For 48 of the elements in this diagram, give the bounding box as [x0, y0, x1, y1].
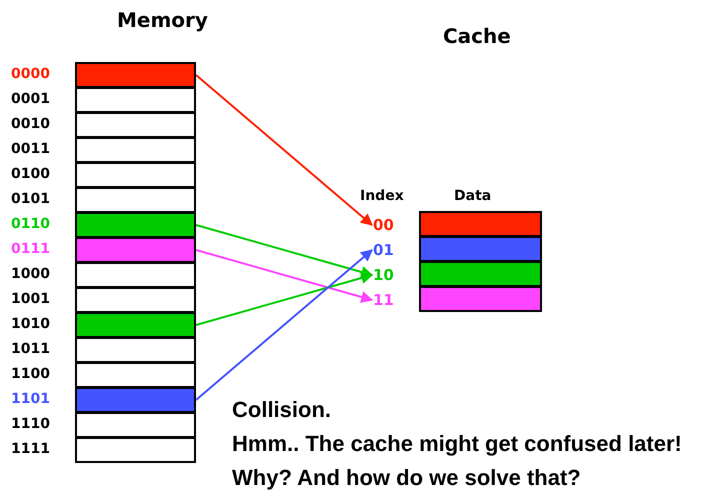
cache-index: 10 — [373, 264, 394, 286]
address-label: 1000 — [11, 266, 50, 282]
memory-cell — [75, 262, 196, 288]
address-label: 1110 — [11, 416, 50, 432]
arrow — [195, 74, 373, 226]
address-label: 0110 — [11, 216, 50, 232]
address-label: 1101 — [11, 391, 50, 407]
memory-cell — [75, 337, 196, 363]
address-label: 0000 — [11, 66, 50, 82]
arrow — [196, 272, 374, 326]
address-label: 1010 — [11, 316, 50, 332]
column-heading: Cache — [443, 24, 511, 48]
address-label: 0001 — [11, 91, 50, 107]
arrow — [195, 249, 373, 401]
note-text: Hmm.. The cache might get confused later! — [232, 431, 682, 457]
memory-cell — [75, 437, 196, 463]
arrow — [196, 249, 374, 303]
memory-cell — [75, 162, 196, 188]
column-heading: Memory — [117, 8, 208, 32]
cache-index: 11 — [373, 289, 394, 311]
address-label: 1011 — [11, 341, 50, 357]
address-label: 0100 — [11, 166, 50, 182]
note-text: Why? And how do we solve that? — [232, 465, 581, 491]
memory-cell — [75, 362, 196, 388]
memory-cell — [75, 387, 196, 413]
memory-cell — [75, 312, 196, 338]
address-label: 0101 — [11, 191, 50, 207]
note-text: Collision. — [232, 397, 331, 423]
column-heading: Index — [360, 188, 404, 204]
memory-cell — [75, 287, 196, 313]
address-label: 1001 — [11, 291, 50, 307]
memory-cell — [75, 112, 196, 138]
memory-cell — [75, 187, 196, 213]
address-label: 0111 — [11, 241, 50, 257]
memory-cell — [75, 212, 196, 238]
column-heading: Data — [454, 188, 492, 204]
cache-index: 00 — [373, 214, 394, 236]
address-label: 0011 — [11, 141, 50, 157]
arrow — [196, 224, 374, 278]
memory-cell — [75, 412, 196, 438]
address-label: 1100 — [11, 366, 50, 382]
address-label: 0010 — [11, 116, 50, 132]
memory-cell — [75, 62, 196, 88]
memory-cell — [75, 87, 196, 113]
memory-cell — [75, 137, 196, 163]
memory-cell — [75, 237, 196, 263]
cache-index: 01 — [373, 239, 394, 261]
address-label: 1111 — [11, 441, 50, 457]
